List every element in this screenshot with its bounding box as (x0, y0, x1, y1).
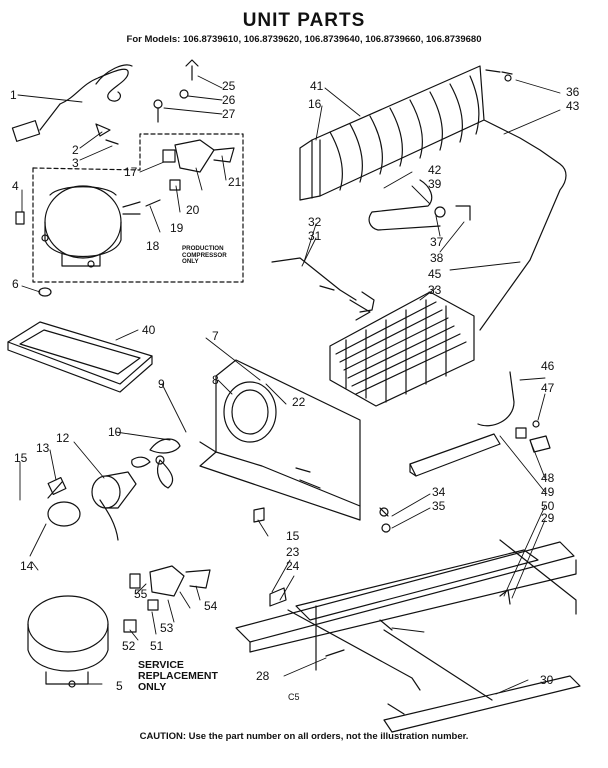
base-frame-drawing (235, 539, 581, 733)
callout-49: 49 (541, 485, 555, 499)
callout-54: 54 (204, 599, 218, 613)
callout-36: 36 (566, 85, 580, 99)
callout-28: 28 (256, 669, 270, 683)
callout-31: 31 (308, 229, 322, 243)
callout-4: 4 (12, 179, 19, 193)
evaporator-coil-drawing (329, 291, 475, 407)
model-list: For Models: 106.8739610, 106.8739620, 10… (126, 34, 482, 45)
production-compressor-group (32, 133, 244, 283)
callout-48: 48 (541, 471, 555, 485)
callout-50: 50 (541, 499, 555, 513)
callout-43: 43 (566, 99, 580, 113)
callout-32: 32 (308, 215, 322, 229)
callout-37: 37 (430, 235, 444, 249)
callout-8: 8 (212, 373, 219, 387)
callout-layer: 1234567891012131415151617181920212223242… (10, 79, 580, 702)
condenser-coil-drawing (299, 65, 567, 331)
production-compressor-note: PRODUCTION COMPRESSOR ONLY (182, 245, 227, 265)
power-cord-drawing (11, 64, 133, 142)
callout-29: 29 (541, 511, 555, 525)
callout-26: 26 (222, 93, 236, 107)
screw-25-drawing (185, 59, 199, 81)
callout-52: 52 (122, 639, 136, 653)
callout-35: 35 (432, 499, 446, 513)
callout-55: 55 (134, 587, 148, 601)
callout-15: 15 (286, 529, 300, 543)
fan-shroud-drawing (199, 359, 361, 521)
callout-21: 21 (228, 175, 242, 189)
callout-19: 19 (170, 221, 184, 235)
caution-text: CAUTION: Use the part number on all orde… (139, 731, 469, 742)
callout-12: 12 (56, 431, 70, 445)
drain-trough-drawing (409, 371, 551, 477)
callout-16: 16 (308, 97, 322, 111)
callout-30: 30 (540, 673, 554, 687)
callout-22: 22 (292, 395, 306, 409)
callout-14: 14 (20, 559, 34, 573)
callout-6: 6 (12, 277, 19, 291)
page-title: UNIT PARTS (242, 10, 366, 31)
callout-20: 20 (186, 203, 200, 217)
callout-10: 10 (108, 425, 122, 439)
callout-24: 24 (286, 559, 300, 573)
fan-motor-drawing (47, 438, 181, 541)
service-replacement-note: SERVICE REPLACEMENT ONLY (138, 659, 218, 694)
callout-9: 9 (158, 377, 165, 391)
callout-7: 7 (212, 329, 219, 343)
callout-1: 1 (10, 88, 17, 102)
callout-40: 40 (142, 323, 156, 337)
callout-39: 39 (428, 177, 442, 191)
callout-25: 25 (222, 79, 236, 93)
callout-45: 45 (428, 267, 442, 281)
callout-13: 13 (36, 441, 50, 455)
drain-tray-drawing (7, 321, 153, 393)
callout-51: 51 (150, 639, 164, 653)
callout-5: 5 (116, 679, 123, 693)
callout-53: 53 (160, 621, 174, 635)
callout-34: 34 (432, 485, 446, 499)
callout-17: 17 (124, 165, 138, 179)
callout-46: 46 (541, 359, 555, 373)
service-compressor-drawing (27, 565, 211, 688)
callout-2: 2 (72, 143, 79, 157)
figure-code: C5 (288, 692, 300, 702)
capillary-tube-drawing (271, 257, 357, 301)
callout-38: 38 (430, 251, 444, 265)
callout-23: 23 (286, 545, 300, 559)
leader-lines (17, 75, 561, 695)
callout-41: 41 (310, 79, 324, 93)
callout-27: 27 (222, 107, 236, 121)
callout-3: 3 (72, 156, 79, 170)
callout-33: 33 (428, 283, 442, 297)
callout-18: 18 (146, 239, 160, 253)
callout-47: 47 (541, 381, 555, 395)
callout-15: 15 (14, 451, 28, 465)
callout-42: 42 (428, 163, 442, 177)
